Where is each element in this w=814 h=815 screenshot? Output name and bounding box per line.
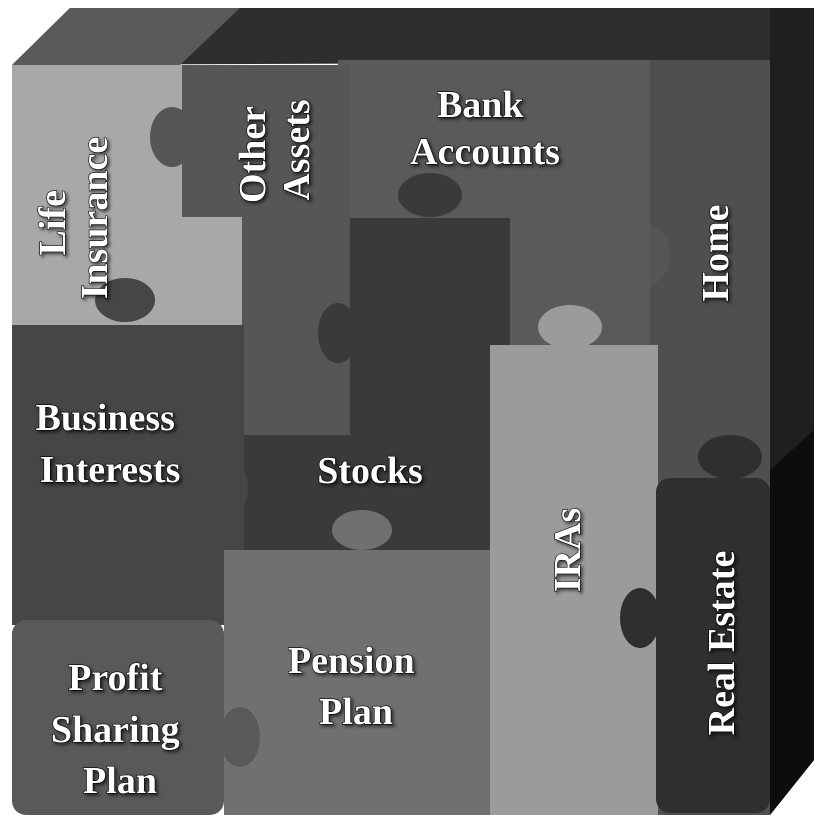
label-pension-plan: Pension Plan — [288, 640, 424, 733]
box-right-lower-face — [770, 430, 814, 815]
box-top-left-face — [12, 8, 240, 65]
label-bank-accounts: Bank Accounts — [410, 84, 560, 173]
label-other-assets-line2: Assets — [276, 99, 318, 200]
piece-business-interests — [12, 278, 248, 625]
label-life-insurance-line1: Life — [32, 190, 74, 255]
label-profit-sharing-plan: Profit Sharing Plan — [51, 657, 189, 802]
piece-stocks — [242, 173, 510, 550]
label-business-interests: Business Interests — [36, 397, 185, 491]
label-real-estate: Real Estate — [701, 551, 743, 736]
label-business-interests-line2: Interests — [40, 449, 181, 491]
piece-iras — [487, 305, 658, 815]
label-other-assets: Other Assets — [232, 97, 318, 203]
label-home-line1: Home — [695, 204, 737, 301]
label-business-interests-line1: Business — [36, 397, 175, 439]
label-stocks: Stocks — [317, 450, 423, 492]
piece-profit-sharing-plan — [12, 620, 260, 815]
label-home: Home — [695, 204, 737, 301]
label-life-insurance-line2: Insurance — [74, 137, 116, 300]
label-iras-line1: IRAs — [547, 508, 589, 592]
label-profit-sharing-plan-line2: Sharing — [51, 709, 180, 751]
label-stocks-line1: Stocks — [317, 450, 423, 492]
label-iras: IRAs — [547, 508, 589, 592]
label-profit-sharing-plan-line3: Plan — [83, 760, 157, 802]
label-profit-sharing-plan-line1: Profit — [68, 657, 163, 699]
label-other-assets-line1: Other — [232, 106, 274, 203]
label-bank-accounts-line1: Bank — [437, 84, 524, 126]
piece-other-assets — [182, 65, 350, 435]
label-bank-accounts-line2: Accounts — [410, 131, 560, 173]
piece-bank-accounts — [332, 60, 650, 350]
label-real-estate-line1: Real Estate — [701, 551, 743, 736]
label-life-insurance: Life Insurance — [32, 137, 116, 300]
piece-pension-plan — [224, 510, 490, 815]
label-pension-plan-line2: Plan — [319, 691, 393, 733]
piece-real-estate — [620, 435, 770, 813]
label-pension-plan-line1: Pension — [288, 640, 415, 682]
